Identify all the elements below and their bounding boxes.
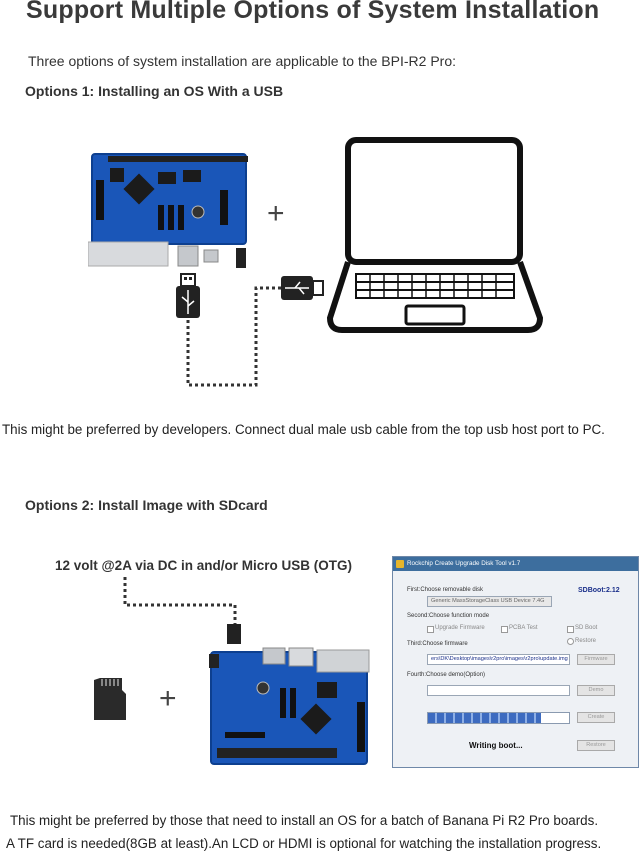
page-title: Support Multiple Options of System Insta… [26, 0, 600, 24]
step1-label: First:Choose removable disk [407, 587, 484, 593]
restore-radio[interactable] [567, 638, 574, 645]
firmware-path-input[interactable]: ers\DK\Desktop\images\r2pro\images\r2pro… [427, 654, 570, 665]
pcba-checkbox[interactable] [501, 626, 508, 633]
step3-label: Third:Choose firmware [407, 641, 468, 647]
option1-description: This might be preferred by developers. C… [2, 422, 605, 437]
firmware-button[interactable]: Firmware [577, 654, 615, 665]
step4-label: Fourth:Choose demo(Option) [407, 672, 486, 678]
sdboot-version: SDBoot:2.12 [578, 587, 620, 594]
usb-symbol-icon [281, 276, 324, 300]
usb-a-connector-icon [176, 273, 200, 318]
tool-window-title: Rockchip Create Upgrade Disk Tool v1.7 [407, 560, 521, 567]
status-text: Writing boot... [469, 741, 523, 750]
mode-upgrade-label: Upgrade Firmware [435, 625, 485, 631]
create-button[interactable]: Create [577, 712, 615, 723]
intro-text: Three options of system installation are… [28, 53, 456, 69]
progress-bar [427, 712, 570, 724]
power-label: 12 volt @2A via DC in and/or Micro USB (… [55, 558, 352, 573]
laptop-icon [326, 137, 544, 333]
usb-cable-dotted-line [186, 286, 282, 387]
app-icon [396, 560, 404, 568]
mode-sdboot-label: SD Boot [575, 625, 598, 631]
option2-description-line1: This might be preferred by those that ne… [10, 813, 599, 828]
sdboot-checkbox[interactable] [567, 626, 574, 633]
mode-restore-label: Restore [575, 638, 597, 644]
demo-path-input[interactable] [427, 685, 570, 696]
banana-pi-board-image [88, 153, 248, 268]
option2-heading: Options 2: Install Image with SDcard [25, 497, 268, 513]
plus-sign-2: + [159, 682, 177, 715]
micro-sd-card-icon [94, 678, 126, 720]
rockchip-tool-window: Rockchip Create Upgrade Disk Tool v1.7 F… [392, 556, 639, 768]
mode-pcba-label: PCBA Test [509, 625, 538, 631]
tool-title-bar: Rockchip Create Upgrade Disk Tool v1.7 [393, 557, 638, 571]
banana-pi-board-image-2 [209, 624, 370, 765]
disk-select[interactable]: Generic MassStorageClass USB Device 7.4G [427, 596, 552, 607]
upgrade-radio[interactable] [427, 626, 434, 633]
demo-button[interactable]: Demo [577, 685, 615, 696]
progress-fill [428, 713, 541, 723]
option2-description-line2: A TF card is needed(8GB at least).An LCD… [6, 836, 602, 851]
restore-button[interactable]: Restore [577, 740, 615, 751]
option1-heading: Options 1: Installing an OS With a USB [25, 83, 284, 99]
step2-label: Second:Choose function mode [407, 613, 490, 619]
power-cable-dotted-line [123, 577, 237, 627]
plus-sign-1: + [267, 197, 285, 230]
